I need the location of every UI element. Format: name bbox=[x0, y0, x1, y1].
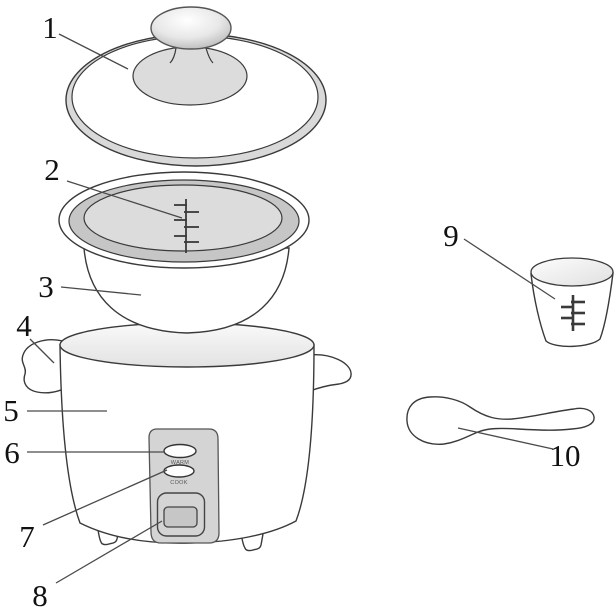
rice-spoon bbox=[406, 396, 595, 445]
switch-lever bbox=[163, 506, 198, 528]
leader-line-10 bbox=[457, 427, 554, 450]
leader-line-4 bbox=[29, 338, 55, 364]
pot-surface bbox=[83, 184, 283, 252]
knob-leg-right bbox=[205, 47, 214, 64]
part-label-2: 2 bbox=[44, 152, 60, 187]
cup-level-marks-icon bbox=[561, 295, 585, 331]
inner-bowl bbox=[83, 247, 290, 334]
part-label-10: 10 bbox=[550, 438, 581, 473]
part-label-7: 7 bbox=[19, 519, 35, 554]
inner-pot-rim bbox=[58, 171, 310, 269]
leader-line-1 bbox=[58, 33, 129, 70]
control-panel: WARM COOK bbox=[148, 428, 220, 544]
lid-plateau bbox=[132, 46, 248, 106]
warm-light-label: WARM bbox=[171, 460, 190, 466]
leader-line-3 bbox=[60, 286, 142, 296]
cook-light bbox=[163, 464, 195, 478]
leader-line-9 bbox=[463, 238, 556, 300]
warm-light bbox=[163, 443, 197, 459]
part-label-6: 6 bbox=[4, 435, 20, 470]
knob-leg-left bbox=[169, 47, 177, 64]
leader-lines bbox=[27, 33, 556, 584]
cup-top bbox=[530, 257, 614, 287]
glass-lid bbox=[65, 6, 327, 167]
switch-housing bbox=[156, 492, 206, 537]
water-level-marks-icon bbox=[174, 199, 199, 253]
leader-line-2 bbox=[66, 180, 183, 219]
part-label-8: 8 bbox=[32, 578, 48, 607]
part-label-9: 9 bbox=[443, 218, 459, 253]
part-label-3: 3 bbox=[38, 269, 54, 304]
part-label-4: 4 bbox=[16, 308, 32, 343]
right-handle bbox=[308, 354, 352, 392]
leader-line-8 bbox=[55, 520, 163, 584]
cook-light-label: COOK bbox=[170, 480, 187, 486]
measuring-cup bbox=[530, 257, 614, 348]
lid-knob bbox=[150, 6, 232, 50]
part-number-labels: 1 2 3 4 5 6 7 8 9 10 bbox=[3, 10, 580, 607]
left-handle bbox=[21, 339, 64, 394]
part-label-5: 5 bbox=[3, 393, 19, 428]
leader-line-7 bbox=[42, 469, 168, 526]
part-label-1: 1 bbox=[42, 10, 58, 45]
